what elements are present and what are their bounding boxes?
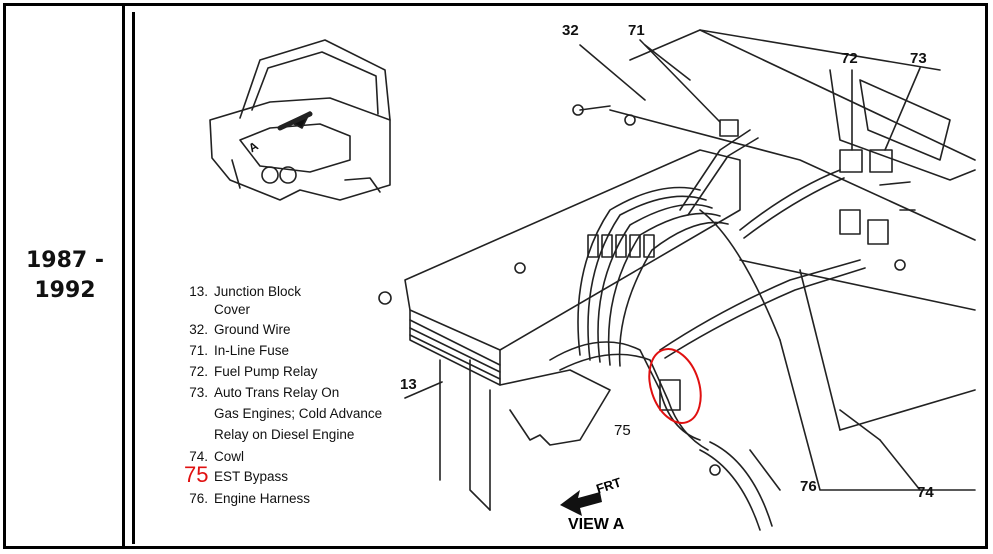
callout-32: 32	[562, 22, 579, 39]
inner-border	[132, 12, 135, 544]
callout-75: 75	[614, 422, 631, 439]
est-bypass-highlight	[648, 348, 702, 424]
vehicle-inset	[209, 39, 391, 201]
callout-13: 13	[400, 376, 417, 393]
year-range-text: 1987 - 1992	[25, 248, 105, 303]
wiring-diagram	[209, 29, 976, 531]
outer-border	[3, 3, 988, 549]
view-label: VIEW A	[568, 516, 625, 533]
callout-76: 76	[800, 478, 817, 495]
year-range-label: 1987 - 1992	[12, 246, 118, 306]
callout-74: 74	[917, 484, 934, 501]
callout-71: 71	[628, 22, 645, 39]
callout-73: 73	[910, 50, 927, 67]
column-divider	[122, 3, 125, 549]
front-arrow-icon	[560, 490, 602, 516]
callout-72: 72	[841, 50, 858, 67]
